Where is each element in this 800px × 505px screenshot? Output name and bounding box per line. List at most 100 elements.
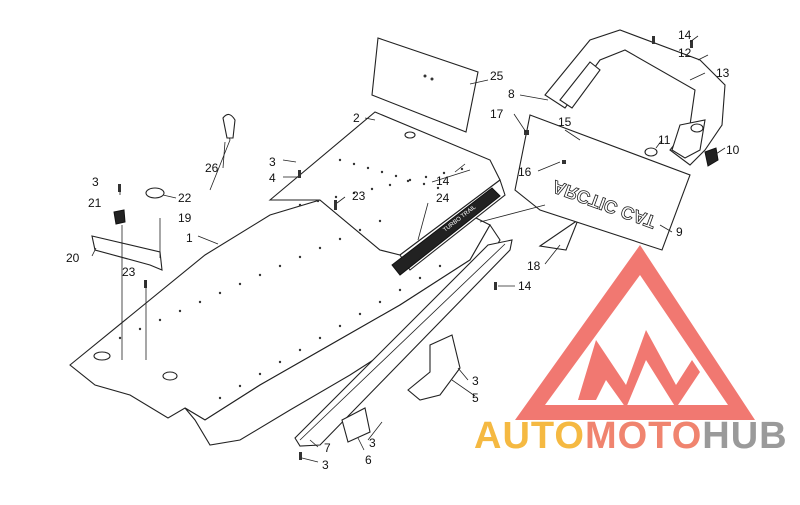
rivet-dot (298, 203, 302, 207)
part-plate-18 (538, 218, 580, 251)
fasteners (118, 36, 693, 460)
callout-10: 10 (726, 143, 740, 157)
callout-12: 12 (678, 46, 692, 60)
rivet-dot (198, 300, 202, 304)
watermark-auto: AUTO (474, 415, 585, 457)
rivet-dot (438, 264, 442, 268)
rivet-dot (370, 187, 374, 191)
rivet-dot (358, 312, 362, 316)
rivet-dot (278, 264, 282, 268)
rivet-dot (238, 384, 242, 388)
rivet-dot (334, 195, 338, 199)
rivet-dot (380, 170, 384, 174)
part-end-cap-10 (704, 147, 719, 167)
leader-lines (91, 35, 726, 463)
callout-24: 24 (436, 191, 450, 205)
rivet-dot (366, 166, 370, 170)
callout-26: 26 (205, 161, 219, 175)
part-decal-strip (371, 37, 479, 133)
callout-5: 5 (472, 391, 479, 405)
rivet-dot (318, 336, 322, 340)
rivet-dot (298, 255, 302, 259)
rivet-dot (158, 318, 162, 322)
rivet-dot (460, 167, 464, 171)
part-bracket-20 (91, 235, 163, 271)
part-cable-26 (209, 113, 236, 191)
part-grommet-11 (644, 147, 658, 157)
rivet-dot (338, 324, 342, 328)
callout-14: 14 (518, 279, 532, 293)
rivet-dot (218, 396, 222, 400)
callout-22: 22 (178, 191, 192, 205)
callout-3: 3 (92, 175, 99, 189)
rivet-dot (138, 327, 142, 331)
rivet-dot (378, 219, 382, 223)
rivet-dot (406, 179, 410, 183)
rivet-dot (238, 282, 242, 286)
rivet-dot (338, 158, 342, 162)
callout-3: 3 (369, 436, 376, 450)
callout-23: 23 (122, 265, 136, 279)
watermark-moto: MOTO (584, 415, 703, 457)
callout-3: 3 (472, 374, 479, 388)
callout-4: 4 (269, 171, 276, 185)
part-clip-21 (113, 209, 126, 225)
callout-8: 8 (508, 87, 515, 101)
callout-1: 1 (186, 231, 193, 245)
rivet-dot (358, 228, 362, 232)
rivet-dot (398, 288, 402, 292)
callout-17: 17 (490, 107, 504, 121)
callout-19: 19 (178, 211, 192, 225)
part-tunnel-floor (69, 199, 501, 446)
rivet-dot (422, 182, 426, 186)
rivet-dot (424, 175, 428, 179)
rivet-dot (408, 178, 412, 182)
rivet-dot (442, 171, 446, 175)
part-ring-22 (145, 187, 165, 199)
rivet-dot (318, 246, 322, 250)
rivet-dot (218, 291, 222, 295)
callout-7: 7 (324, 441, 331, 455)
callout-3: 3 (269, 155, 276, 169)
callout-13: 13 (716, 66, 730, 80)
callout-labels: 1 2 3 3 3 3 3 4 5 6 7 8 9 10 11 12 13 14… (66, 28, 740, 472)
callout-6: 6 (365, 453, 372, 467)
rivet-dot (316, 199, 320, 203)
rivet-dot (378, 300, 382, 304)
rivet-dot (352, 162, 356, 166)
callout-3: 3 (322, 458, 329, 472)
callout-14: 14 (678, 28, 692, 42)
watermark-hub: HUB (702, 415, 788, 457)
rivet-dot (436, 186, 440, 190)
callout-21: 21 (88, 196, 102, 210)
callout-11: 11 (658, 133, 671, 147)
rivet-dot (118, 336, 122, 340)
callout-14: 14 (436, 174, 450, 188)
callout-20: 20 (66, 251, 80, 265)
callout-25: 25 (490, 69, 504, 83)
rivet-dots (118, 158, 464, 400)
callout-23: 23 (352, 189, 366, 203)
callout-15: 15 (558, 115, 572, 129)
part-plate-6 (341, 407, 371, 443)
rivet-dot (394, 174, 398, 178)
part-running-board (294, 239, 513, 447)
rivet-dot (352, 191, 356, 195)
rivet-dot (298, 348, 302, 352)
rivet-dot (278, 360, 282, 364)
callout-18: 18 (527, 259, 541, 273)
callout-16: 16 (518, 165, 532, 179)
watermark-text: AUTOMOTOHUB (474, 417, 788, 455)
rivet-dot (338, 237, 342, 241)
callout-2: 2 (353, 111, 360, 125)
rivet-dot (258, 273, 262, 277)
rivet-dot (178, 309, 182, 313)
rivet-dot (388, 183, 392, 187)
watermark-logo (515, 245, 755, 420)
rivet-dot (258, 372, 262, 376)
rivet-dot (418, 276, 422, 280)
callout-9: 9 (676, 225, 683, 239)
part-rear-bumper (544, 29, 726, 166)
part-bracket-5 (407, 334, 461, 401)
